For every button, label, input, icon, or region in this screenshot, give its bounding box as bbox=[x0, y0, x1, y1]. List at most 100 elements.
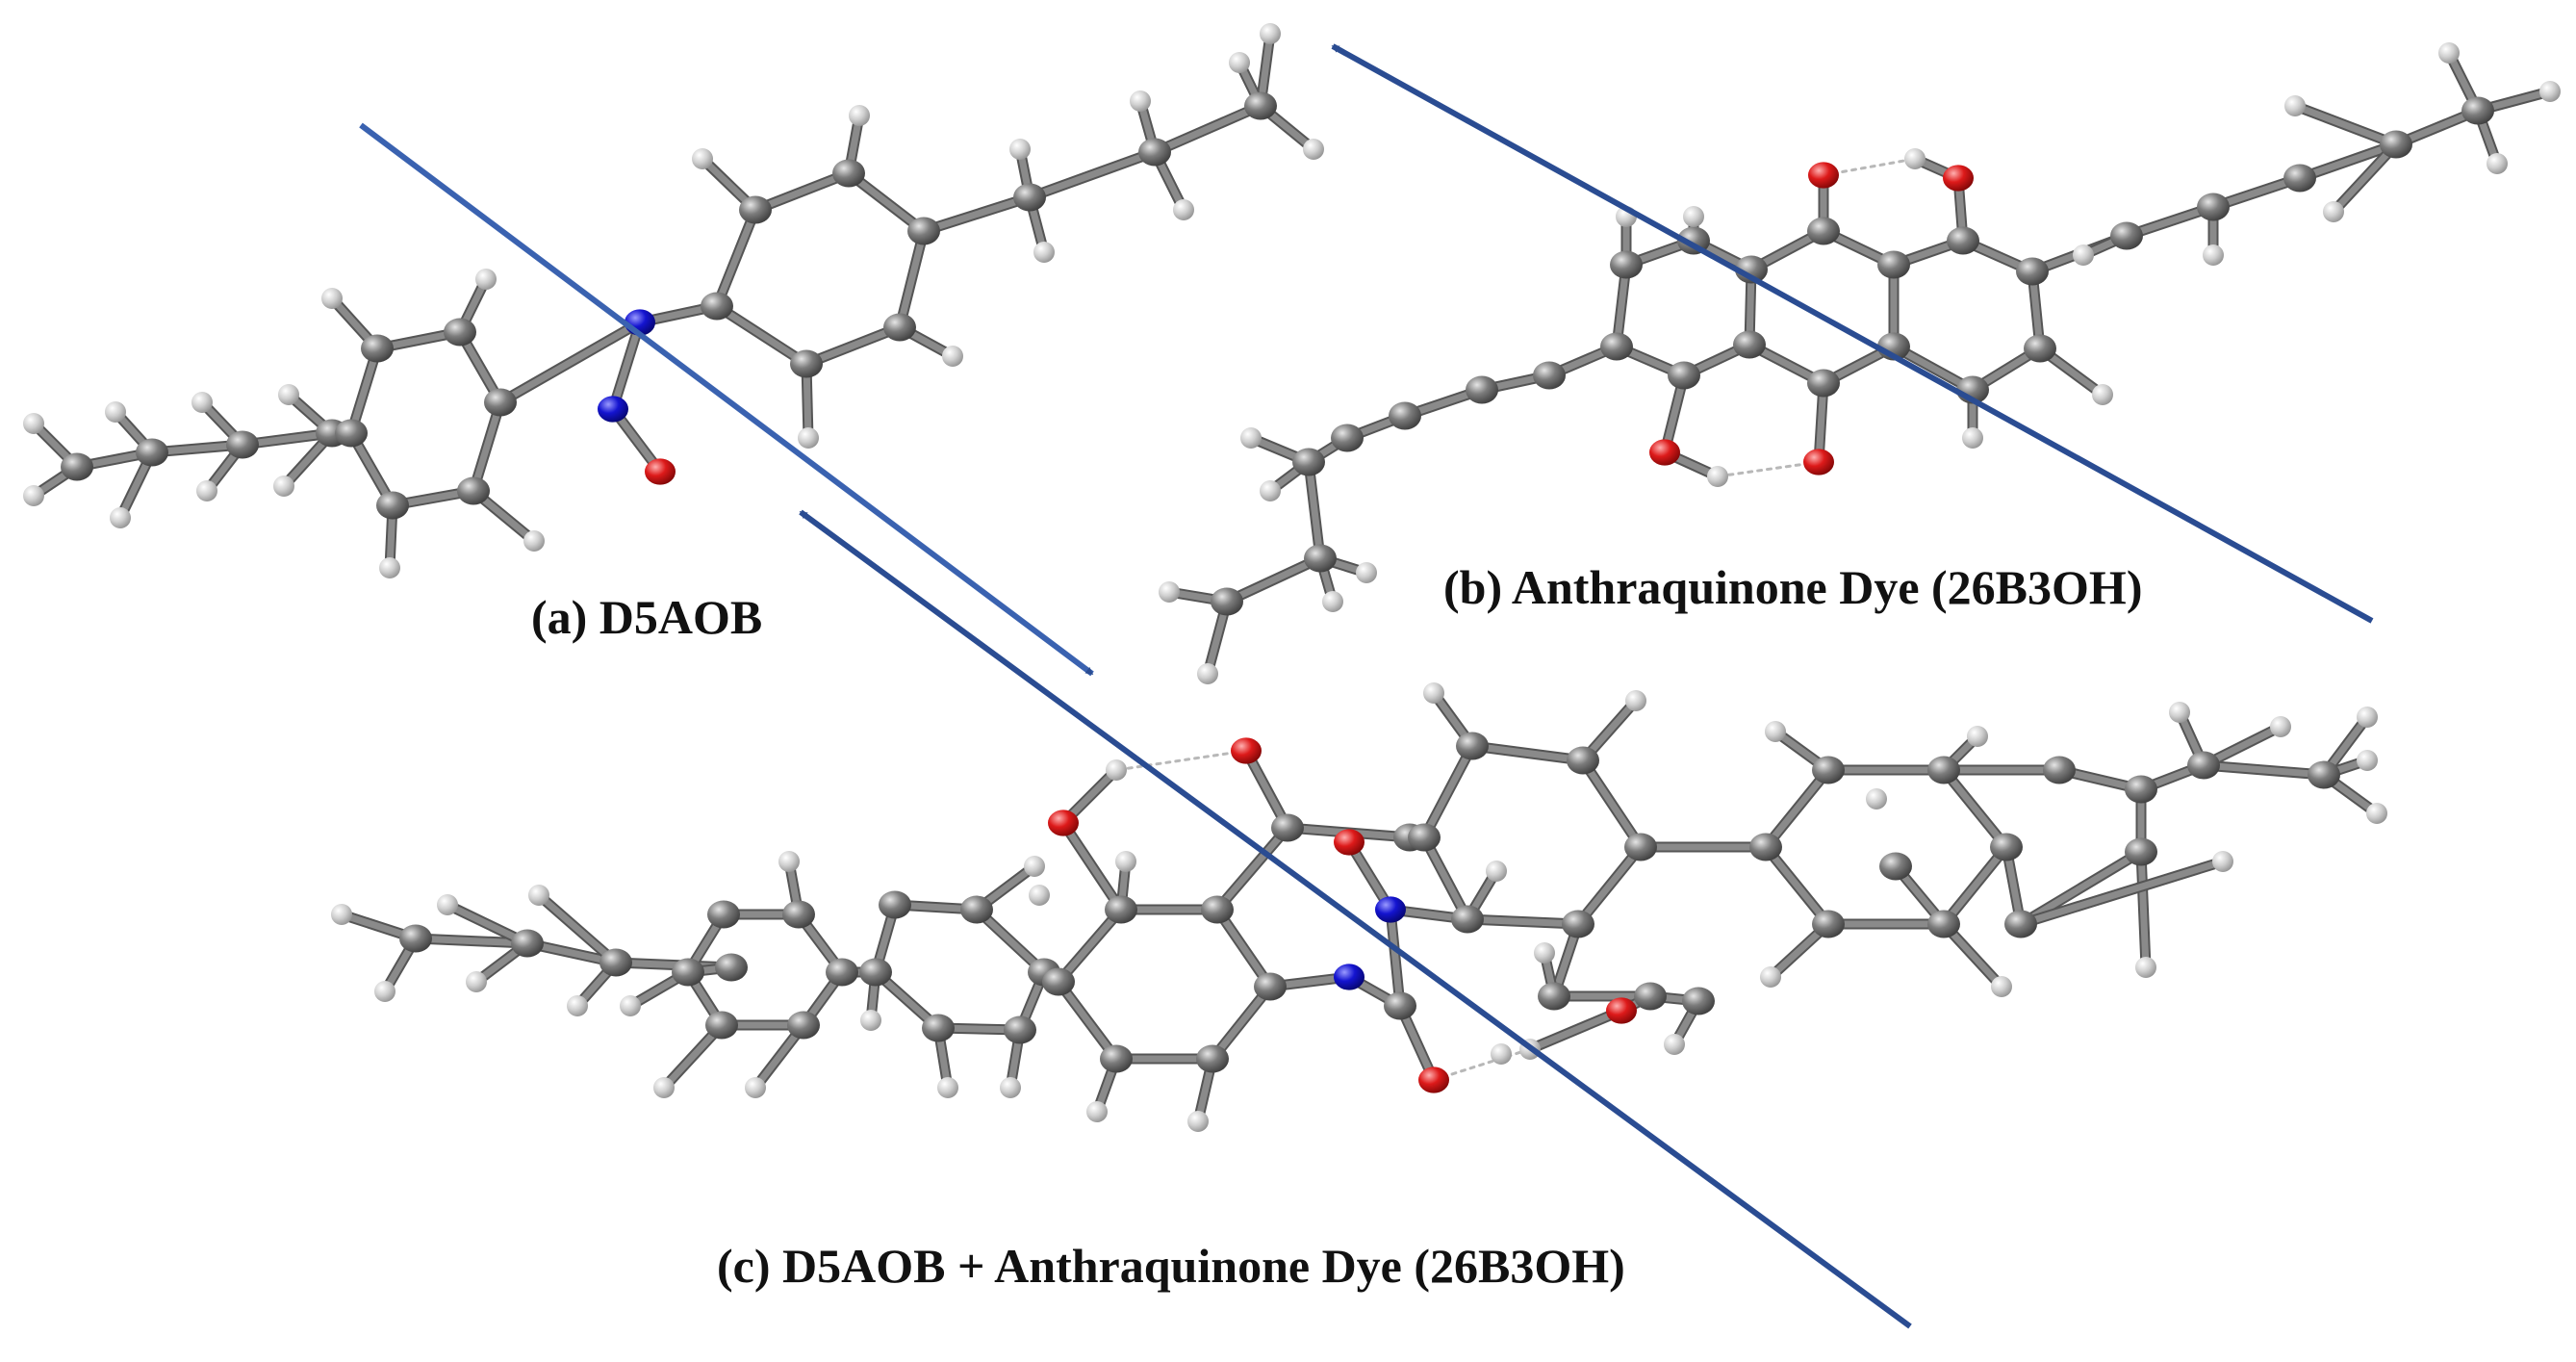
hydrogen-atom bbox=[1962, 427, 1983, 449]
hydrogen-atom bbox=[466, 971, 487, 992]
nitrogen-atom bbox=[1375, 896, 1406, 923]
hydrogen-atom bbox=[745, 1077, 766, 1098]
hydrogen-atom bbox=[1024, 856, 1045, 877]
hydrogen-bond bbox=[1432, 1047, 1532, 1082]
hydrogen-atom bbox=[1130, 90, 1151, 112]
hydrogen-atom bbox=[798, 427, 819, 449]
hydrogen-atom bbox=[1240, 427, 1262, 449]
carbon-atom bbox=[226, 430, 259, 459]
carbon-atom bbox=[1600, 332, 1633, 361]
hydrogen-bond bbox=[1716, 460, 1821, 478]
dye-long-axis bbox=[1331, 43, 2374, 624]
hydrogen-atom bbox=[2539, 81, 2561, 102]
carbon-atom bbox=[1807, 369, 1840, 398]
oxygen-atom bbox=[1943, 165, 1974, 192]
bond-highlight bbox=[1213, 906, 1274, 990]
carbon-atom bbox=[1004, 1015, 1036, 1044]
bond-highlight bbox=[803, 323, 904, 368]
bond-highlight bbox=[1059, 819, 1125, 913]
carbon-atom bbox=[1927, 756, 1960, 784]
carbon-atom bbox=[1682, 987, 1715, 1015]
carbon-atom bbox=[1389, 401, 1421, 430]
carbon-atom bbox=[883, 313, 916, 342]
hydrogen-atom bbox=[278, 384, 299, 405]
hydrogen-atom bbox=[273, 475, 294, 497]
carbon-atom bbox=[444, 318, 476, 347]
carbon-atom bbox=[1138, 138, 1171, 167]
hydrogen-atom bbox=[778, 851, 800, 872]
hydrogen-atom bbox=[1991, 976, 2012, 997]
carbon-atom bbox=[2380, 130, 2412, 159]
hydrogen-atom bbox=[1322, 591, 1343, 612]
bond-highlight bbox=[1762, 843, 1832, 928]
bond-highlight bbox=[1574, 843, 1645, 928]
bond-highlight bbox=[347, 345, 381, 437]
d5aob-molecule bbox=[23, 23, 1324, 578]
carbon-atom bbox=[1634, 982, 1667, 1011]
hydrogen-atom bbox=[1029, 885, 1050, 906]
hydrogen-atom bbox=[2203, 244, 2224, 266]
bond-highlight bbox=[2296, 141, 2400, 182]
carbon-atom bbox=[790, 349, 823, 378]
carbon-atom bbox=[2125, 837, 2157, 866]
hydrogen-atom bbox=[374, 981, 395, 1002]
bond-highlight bbox=[2291, 102, 2400, 148]
hydrogen-atom bbox=[937, 1077, 958, 1098]
carbon-atom bbox=[2125, 775, 2157, 804]
bond-highlight bbox=[497, 319, 644, 406]
carbon-atom bbox=[1331, 424, 1364, 452]
hydrogen-atom bbox=[1033, 242, 1055, 263]
bond-highlight bbox=[1579, 757, 1645, 851]
hydrogen-atom bbox=[2323, 201, 2344, 222]
nitrogen-atom bbox=[598, 396, 628, 423]
carbon-atom bbox=[960, 895, 993, 924]
bond-highlight bbox=[1305, 458, 1324, 562]
carbon-atom bbox=[1254, 972, 1287, 1001]
hydrogen-atom bbox=[1967, 726, 1988, 747]
carbon-atom bbox=[1533, 361, 1566, 390]
bond-highlight bbox=[1940, 843, 2010, 928]
bond-highlight bbox=[1055, 978, 1120, 1063]
carbon-atom bbox=[1201, 895, 1234, 924]
hydrogen-atom bbox=[1000, 1077, 1021, 1098]
bond-highlight bbox=[609, 319, 644, 413]
carbon-atom bbox=[399, 924, 432, 953]
hydrogen-atom bbox=[1260, 480, 1281, 501]
hydrogen-atom bbox=[860, 1010, 881, 1031]
hydrogen-atom bbox=[331, 904, 352, 925]
hydrogen-atom bbox=[1664, 1034, 1685, 1055]
oxygen-atom bbox=[1808, 162, 1839, 189]
bond-highlight bbox=[1464, 915, 1582, 928]
hydrogen-atom bbox=[2073, 244, 2094, 266]
carbon-atom bbox=[1879, 852, 1912, 881]
bond-highlight bbox=[845, 169, 928, 235]
hydrogen-atom bbox=[110, 507, 131, 528]
anthraquinone-dye-molecule bbox=[1159, 42, 2561, 684]
carbon-atom bbox=[2283, 164, 2316, 193]
hydrogen-atom bbox=[2487, 153, 2508, 174]
carbon-atom bbox=[705, 1011, 738, 1040]
bond-highlight bbox=[1526, 1007, 1625, 1053]
bond-highlight bbox=[1420, 742, 1476, 841]
bond-highlight bbox=[1223, 554, 1324, 605]
hydrogen-atom bbox=[2438, 42, 2460, 64]
caption-anthraquinone-dye: (b) Anthraquinone Dye (26B3OH) bbox=[1443, 560, 2143, 614]
hydrogen-atom bbox=[1115, 851, 1136, 872]
carbon-atom bbox=[1292, 448, 1325, 476]
carbon-atom bbox=[672, 958, 704, 987]
carbon-atom bbox=[2024, 334, 2056, 363]
carbon-atom bbox=[1451, 905, 1484, 934]
bond-highlight bbox=[1940, 766, 2010, 851]
hydrogen-atom bbox=[1707, 466, 1728, 487]
carbon-atom bbox=[1013, 183, 1046, 212]
hydrogen-atom bbox=[2212, 851, 2233, 872]
oxygen-atom bbox=[1334, 829, 1365, 856]
carbon-atom bbox=[61, 452, 93, 481]
hydrogen-atom bbox=[321, 288, 343, 309]
hydrogen-atom bbox=[1197, 663, 1218, 684]
bond-highlight bbox=[713, 206, 759, 310]
carbon-atom bbox=[1456, 732, 1489, 760]
bond-highlight bbox=[535, 891, 620, 966]
carbon-atom bbox=[922, 1014, 955, 1042]
